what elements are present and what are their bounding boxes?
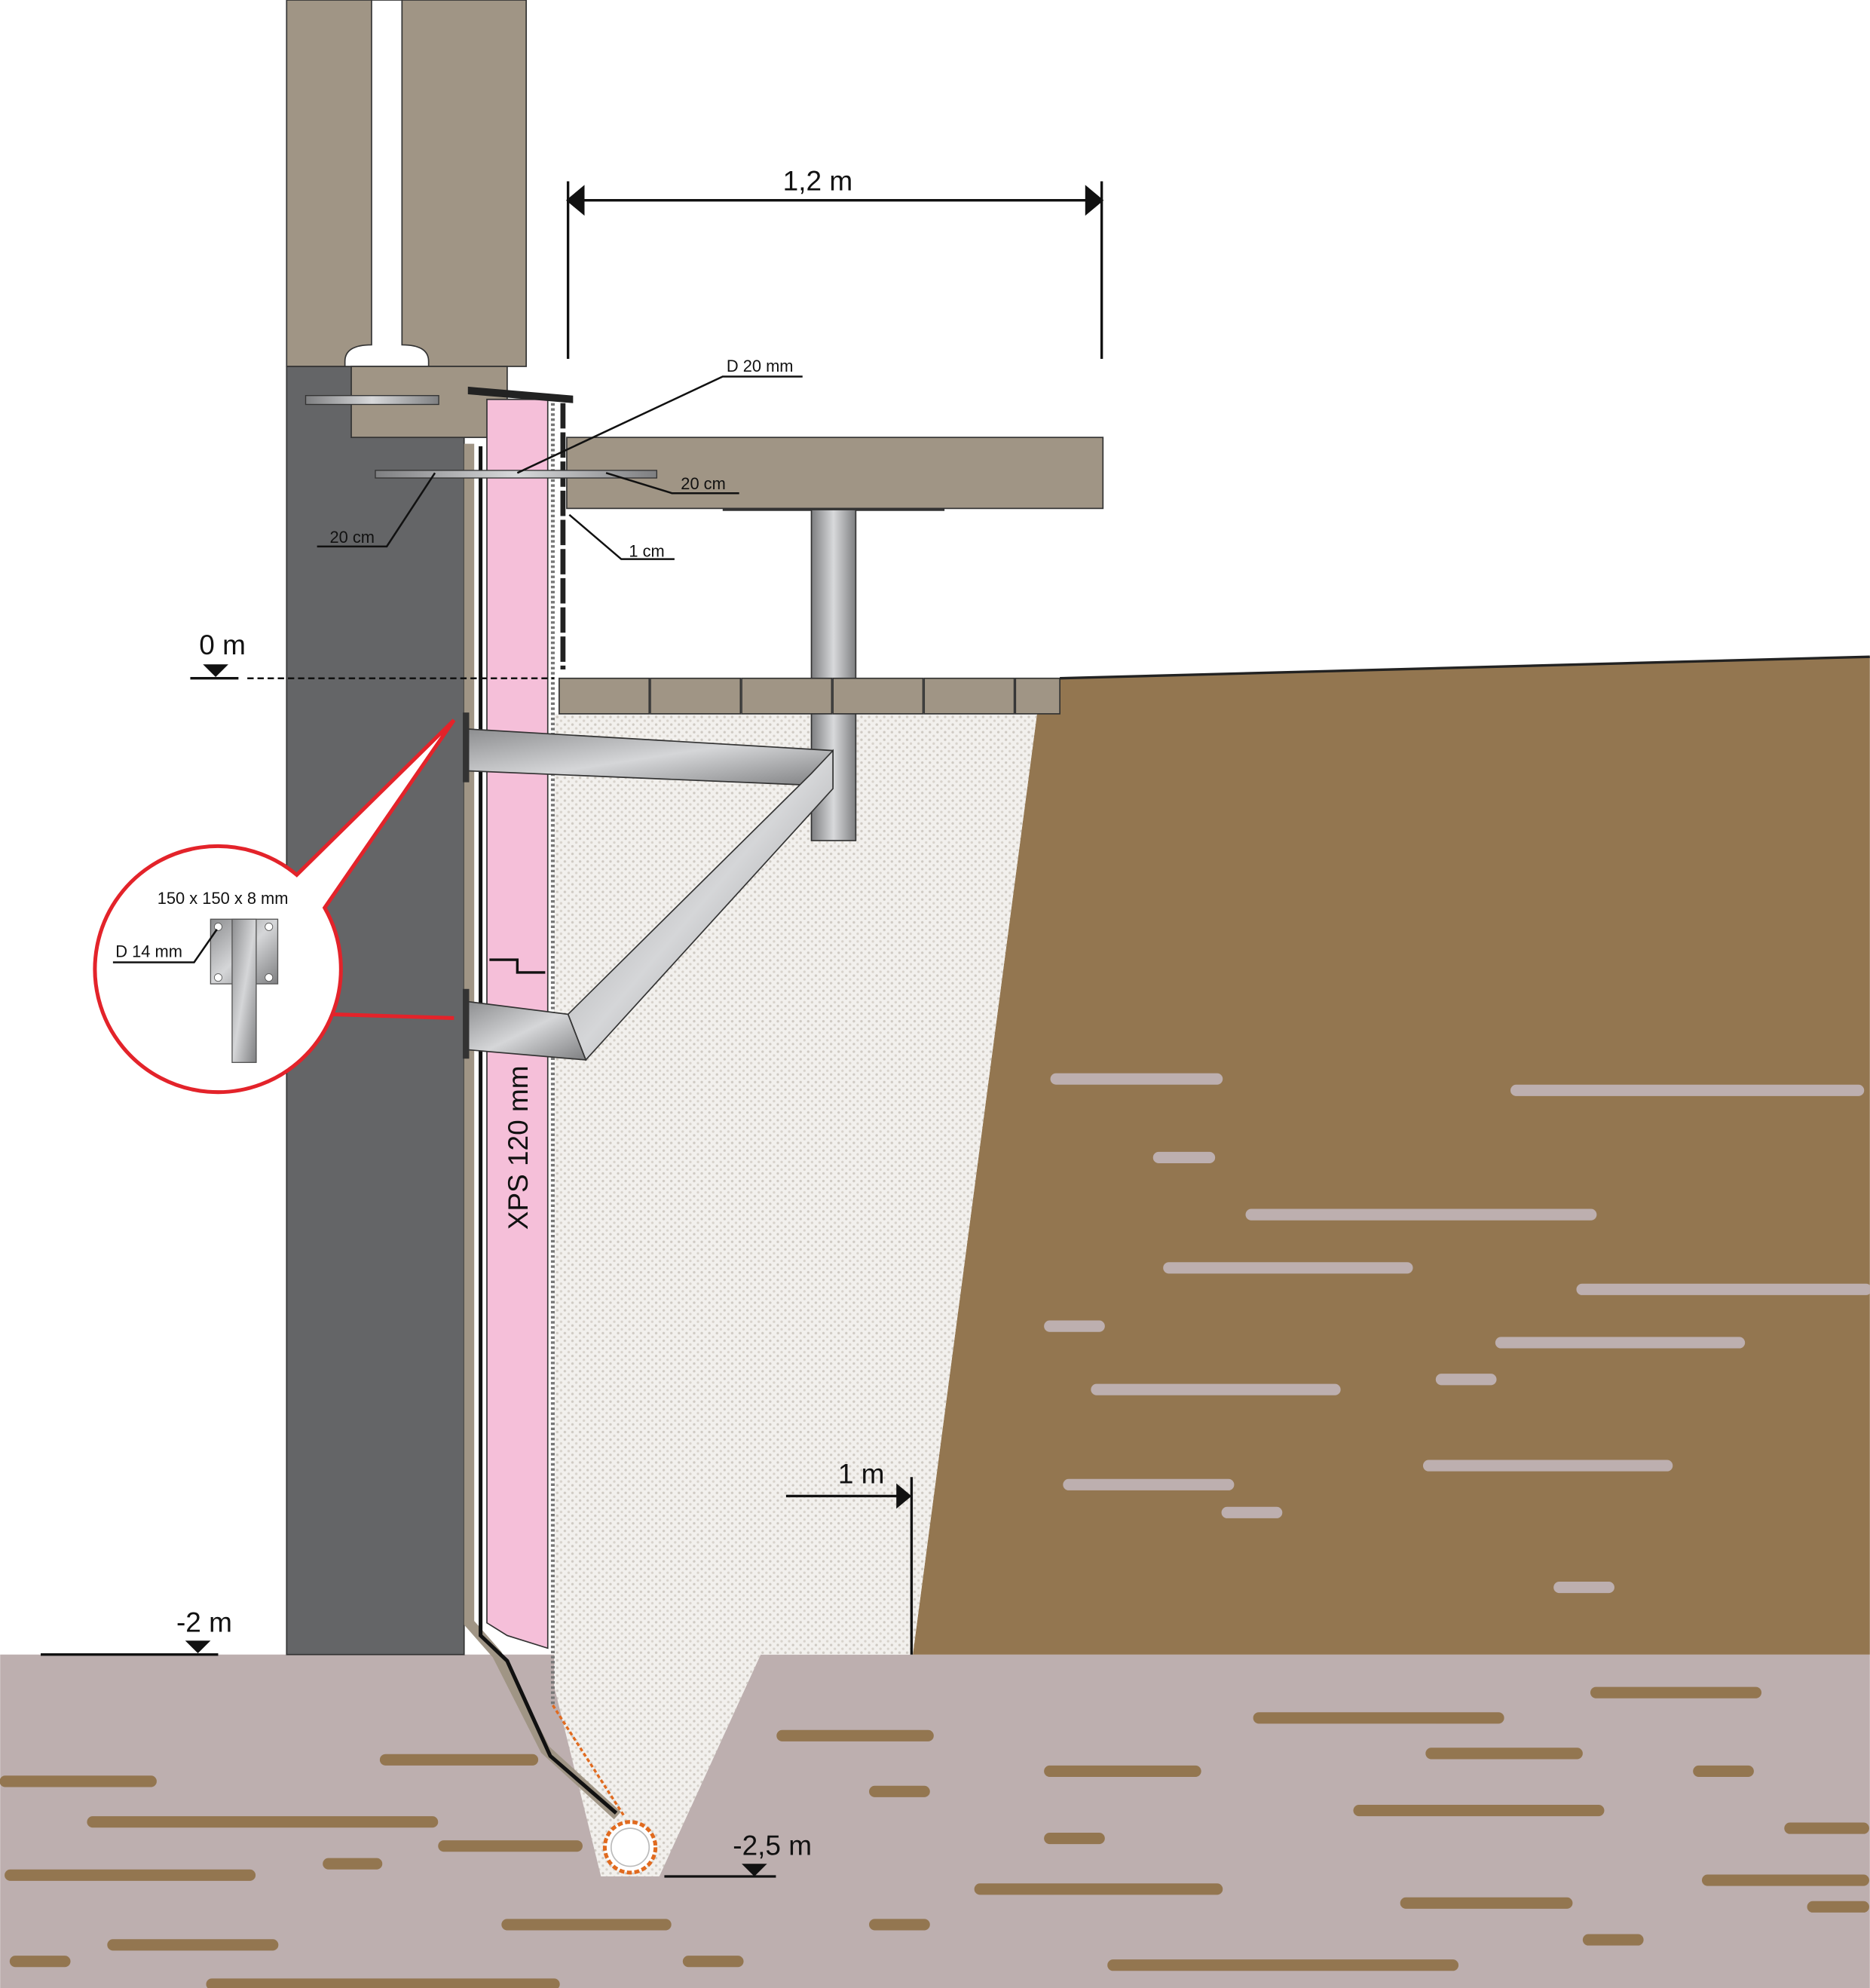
level-zero-marker: [203, 664, 228, 678]
detail-bolt-holes: [213, 922, 274, 982]
trench-offset-label: 1 m: [838, 1459, 885, 1490]
rod-diameter-label: D 20 mm: [727, 357, 794, 375]
trench-offset-arrow: [896, 1483, 912, 1509]
plate-size-label: 150 x 150 x 8 mm: [158, 889, 289, 908]
upper-wall: [286, 0, 527, 367]
detail-hole-leader: [112, 929, 218, 963]
leader-lines: [317, 375, 803, 560]
anchor-rod: [375, 470, 658, 479]
detail-callout-bubble: [93, 718, 456, 1095]
level-minus2-label: -2 m: [176, 1607, 232, 1637]
detail-bracket-arm: [231, 918, 257, 1063]
gap-label: 1 cm: [629, 541, 664, 560]
dimension-width: [566, 181, 1104, 359]
level-minus25-label: -2,5 m: [733, 1830, 812, 1861]
xps-label: XPS 120 mm: [503, 1065, 534, 1230]
dimension-width-label: 1,2 m: [783, 165, 853, 196]
drainage-mat-lower: [552, 1705, 626, 1817]
drain-pipe-inner: [610, 1827, 650, 1867]
gravel-backfill: [554, 713, 1037, 1877]
bracket-plate-upper: [463, 712, 470, 783]
level-minus25-marker: [742, 1864, 767, 1877]
level-minus2-marker: [185, 1640, 211, 1654]
flashing: [467, 386, 574, 403]
bracket-plate-lower: [463, 988, 470, 1059]
membrane-line: [479, 446, 618, 1815]
anchor-right-label: 20 cm: [681, 474, 726, 493]
hole-diameter-label: D 14 mm: [115, 942, 182, 961]
paving-stones: [559, 677, 1060, 715]
level-zero-label: 0 m: [199, 629, 246, 660]
soil-streaks: [1044, 1073, 1870, 1594]
soil-layer: [913, 657, 1870, 1655]
subsoil-streaks: [0, 1686, 1869, 1988]
anchor-left-label: 20 cm: [329, 528, 375, 547]
sill-rod: [305, 395, 439, 406]
ground-surface-line: [1060, 655, 1870, 680]
stepped-detail: [489, 958, 546, 974]
